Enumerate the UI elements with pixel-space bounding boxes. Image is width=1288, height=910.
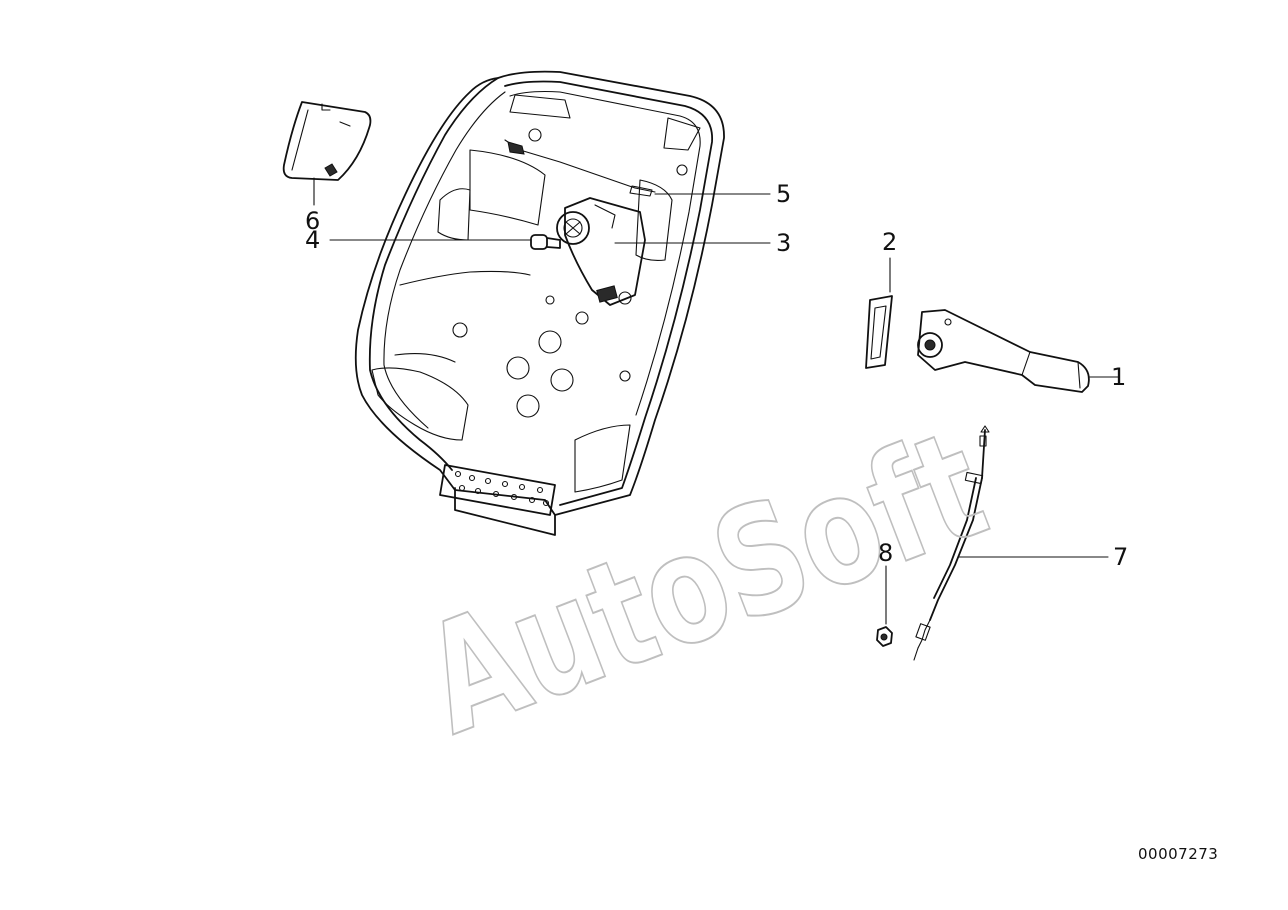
nut [876,626,893,647]
recliner-mechanism [556,197,646,306]
callout-2: 2 [882,228,897,256]
watermark-text: AutoSoft [403,398,1007,768]
callout-1: 1 [1111,363,1126,391]
release-lever [917,309,1090,393]
callout-3: 3 [776,229,791,257]
cable [913,425,990,661]
callout-6: 6 [305,207,320,235]
cover-cap [282,101,372,181]
leader-lines [313,177,1119,625]
callout-labels: 1 2 3 4 5 6 7 8 [305,180,1128,571]
callout-4: 4 [305,226,320,254]
document-number: 00007273 [1138,845,1219,863]
bezel [865,295,893,369]
pin [530,234,561,250]
seat-back-frame [354,70,725,536]
callout-5: 5 [776,180,791,208]
callout-8: 8 [878,539,893,567]
callout-7: 7 [1113,543,1128,571]
